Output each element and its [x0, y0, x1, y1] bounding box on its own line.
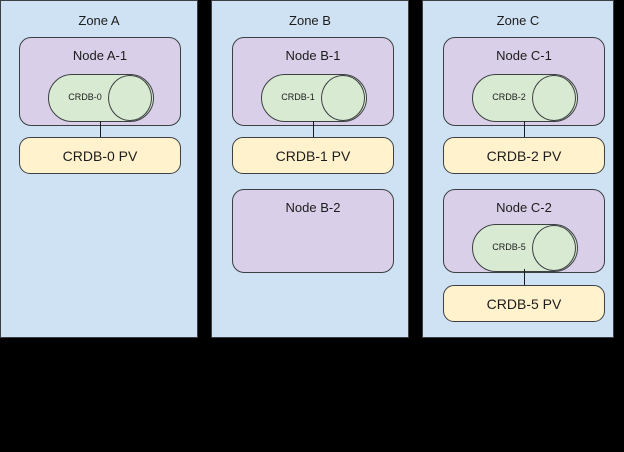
connector-a-1 [100, 121, 101, 138]
pv-label-crdb-2: CRDB-2 PV [486, 147, 562, 164]
pv-label-crdb-1: CRDB-1 PV [275, 147, 351, 164]
node-box-c-2[interactable]: Node C-2 CRDB-5 [443, 189, 605, 273]
database-cylinder-crdb-0[interactable]: CRDB-0 [48, 74, 154, 122]
database-cylinder-crdb-1[interactable]: CRDB-1 [261, 74, 367, 122]
database-label-crdb-5: CRDB-5 [492, 242, 526, 252]
connector-c-1 [524, 121, 525, 138]
cylinder-endcap-icon [108, 75, 152, 121]
pv-label-crdb-0: CRDB-0 PV [62, 147, 138, 164]
pv-box-crdb-2[interactable]: CRDB-2 PV [443, 137, 605, 174]
node-title-c-1: Node C-1 [496, 48, 552, 63]
node-title-b-1: Node B-1 [285, 48, 341, 63]
database-cylinder-crdb-5[interactable]: CRDB-5 [472, 224, 578, 272]
database-label-crdb-2: CRDB-2 [492, 92, 526, 102]
node-box-b-2[interactable]: Node B-2 [232, 189, 394, 273]
zone-panel-a[interactable]: Zone A Node A-1 CRDB-0 CRDB-0 PV [0, 0, 198, 338]
cylinder-endcap-icon [532, 75, 576, 121]
pv-label-crdb-5: CRDB-5 PV [486, 295, 562, 312]
node-title-a-1: Node A-1 [72, 48, 128, 63]
database-label-crdb-0: CRDB-0 [68, 92, 102, 102]
cylinder-endcap-icon [532, 225, 576, 271]
node-box-a-1[interactable]: Node A-1 CRDB-0 [19, 37, 181, 126]
zone-title-b: Zone B [289, 13, 331, 28]
connector-c-2 [524, 269, 525, 286]
node-box-b-1[interactable]: Node B-1 CRDB-1 [232, 37, 394, 126]
pv-box-crdb-1[interactable]: CRDB-1 PV [232, 137, 394, 174]
zone-panel-c[interactable]: Zone C Node C-1 CRDB-2 CRDB-2 PV Node C-… [422, 0, 614, 338]
zone-title-c: Zone C [496, 13, 540, 28]
node-title-b-2: Node B-2 [285, 200, 341, 215]
zone-title-a: Zone A [78, 13, 120, 28]
node-title-c-2: Node C-2 [496, 200, 552, 215]
database-cylinder-crdb-2[interactable]: CRDB-2 [472, 74, 578, 122]
pv-box-crdb-5[interactable]: CRDB-5 PV [443, 285, 605, 322]
zone-panel-b[interactable]: Zone B Node B-1 CRDB-1 CRDB-1 PV Node B-… [211, 0, 409, 338]
node-box-c-1[interactable]: Node C-1 CRDB-2 [443, 37, 605, 126]
cylinder-endcap-icon [321, 75, 365, 121]
pv-box-crdb-0[interactable]: CRDB-0 PV [19, 137, 181, 174]
database-label-crdb-1: CRDB-1 [281, 92, 315, 102]
connector-b-1 [313, 121, 314, 138]
